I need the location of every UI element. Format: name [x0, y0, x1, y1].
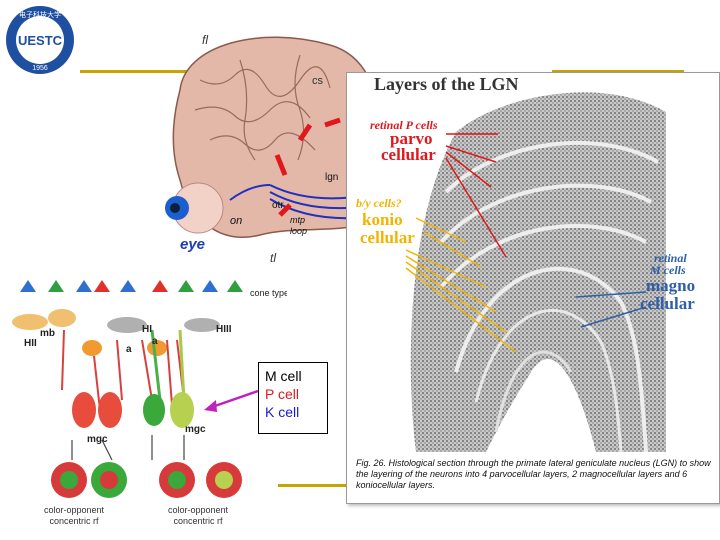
rf-label-2a: color-opponent [168, 505, 229, 515]
label-on: on [230, 215, 242, 227]
label-mtp: mtp [290, 215, 305, 225]
magno-cellular-label: cellular [640, 294, 695, 313]
label-hii: HII [24, 338, 37, 349]
p-cell-label: P cell [265, 386, 299, 402]
eye-label: eye [180, 236, 206, 253]
cones [20, 280, 243, 292]
cone-types-label: cone types [250, 288, 287, 298]
label-lgn: lgn [325, 172, 338, 183]
retinal-m-label: retinal [654, 251, 687, 265]
lgn-histology-image [405, 92, 666, 453]
receptive-field-circles [51, 462, 242, 498]
lgn-caption: Fig. 26. Histological section through th… [356, 458, 711, 490]
biy-cells-label: b/y cells? [356, 196, 402, 210]
label-a-right: a [152, 336, 158, 347]
parvo-label: parvo [390, 129, 433, 148]
label-a-left: a [126, 344, 132, 355]
magno-pointer-lines [575, 291, 647, 328]
konio-cellular-label: cellular [360, 228, 415, 247]
label-mgc-left: mgc [87, 434, 108, 445]
label-mb: mb [40, 328, 55, 339]
label-mgc-right: mgc [185, 424, 206, 435]
cell-type-box: M cell P cell K cell [258, 362, 328, 434]
k-cell-label: K cell [265, 404, 300, 420]
label-tl: tl [270, 251, 276, 265]
parvo-cellular-label: cellular [381, 145, 436, 164]
university-logo: UESTC 1956 电子科技大学 [6, 6, 74, 74]
label-fl: fl [202, 33, 208, 47]
lgn-title: Layers of the LGN [374, 74, 519, 94]
logo-ring-text: 电子科技大学 [19, 10, 61, 19]
logo-year: 1956 [32, 65, 48, 72]
rf-label-1a: color-opponent [44, 505, 105, 515]
m-cells-label: M cells [650, 263, 686, 277]
label-otr: otr [272, 200, 284, 211]
footer-rule [278, 484, 350, 487]
label-hiii: HIII [216, 324, 232, 335]
label-hi: HI [142, 324, 152, 335]
magno-label: magno [646, 276, 696, 295]
pointer-arrow [204, 389, 259, 412]
logo-text: UESTC [18, 33, 63, 48]
parvo-pointer-lines [445, 133, 507, 258]
rf-label-2b: concentric rf [173, 516, 223, 526]
m-cell-label: M cell [265, 368, 302, 384]
konio-pointer-lines [405, 217, 517, 353]
retinal-p-label: retinal P cells [370, 118, 438, 132]
label-cs: cs [312, 75, 324, 87]
title-rule-right [552, 70, 684, 73]
konio-label: konio [362, 210, 403, 229]
rf-label-1b: concentric rf [49, 516, 99, 526]
retina-circuit-diagram: cone types HII mb HI HIII a a mgc mgc co… [12, 280, 287, 526]
label-loop: loop [290, 226, 307, 236]
